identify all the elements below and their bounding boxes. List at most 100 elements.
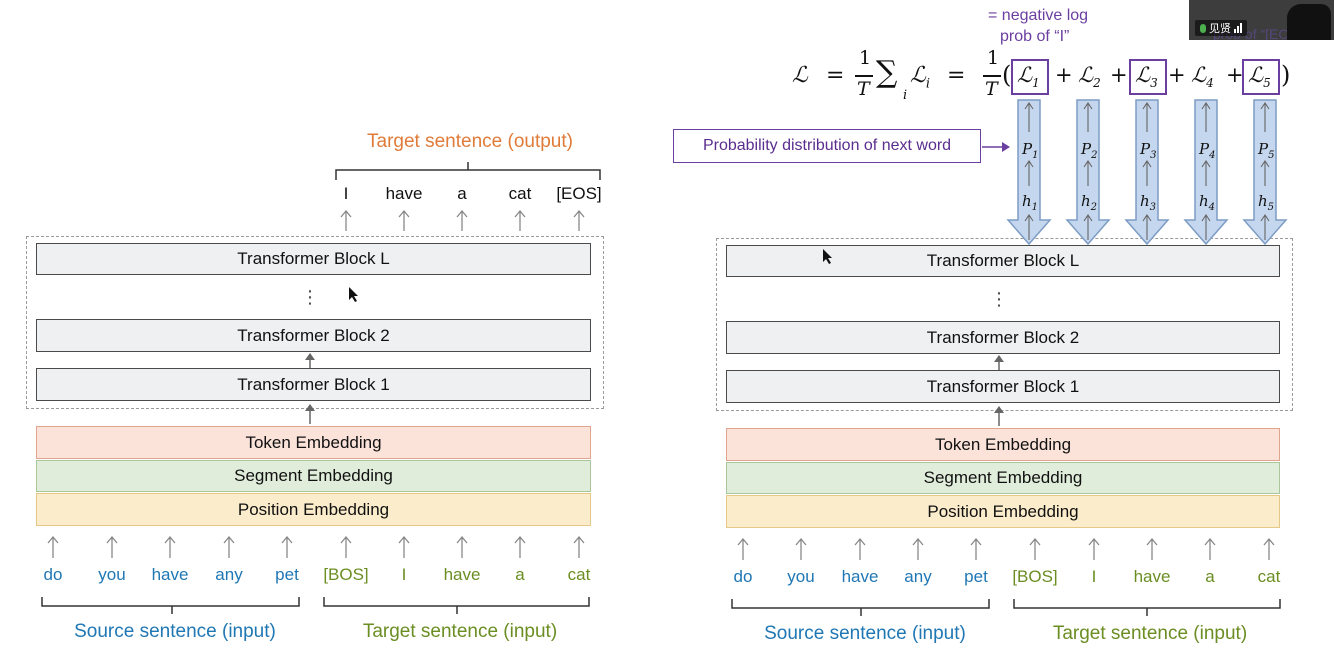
equals-sign: = — [947, 63, 966, 88]
left-output-word: cat — [508, 184, 532, 203]
right-segment-embedding: Segment Embedding — [726, 462, 1280, 494]
left-target-word: I — [401, 565, 407, 584]
loss-term: ℒ5 — [1248, 63, 1271, 91]
left-transformer-block-l: Transformer Block L — [36, 243, 591, 275]
left-segment-embedding: Segment Embedding — [36, 460, 591, 492]
left-source-brace — [41, 597, 300, 614]
right-target-caption: Target sentence (input) — [1052, 623, 1248, 644]
microphone-icon — [1200, 23, 1206, 33]
right-position-embedding: Position Embedding — [726, 495, 1280, 528]
left-transformer-stack — [26, 236, 604, 409]
left-output-arrows — [340, 209, 585, 231]
left-transformer-block-1: Transformer Block 1 — [36, 368, 591, 401]
h-label: h1 — [1022, 192, 1039, 213]
right-source-brace — [731, 599, 990, 616]
left-source-word: do — [43, 565, 63, 584]
close-paren: ) — [1281, 61, 1291, 89]
right-source-caption: Source sentence (input) — [764, 623, 966, 644]
left-source-word: any — [215, 565, 243, 584]
left-source-word: have — [151, 565, 189, 584]
left-source-word: you — [98, 565, 126, 584]
plus-sign: + — [1168, 63, 1186, 87]
left-output-word: [EOS] — [556, 184, 602, 203]
left-target-caption: Target sentence (input) — [362, 621, 558, 642]
left-target-word: cat — [567, 565, 591, 584]
webcam-overlay[interactable]: prob of “[EOS]” 见贤 — [1189, 0, 1334, 40]
right-transformer-block-1: Transformer Block 1 — [726, 370, 1280, 403]
right-source-word: any — [904, 567, 932, 586]
note-line-2: prob of “I” — [1000, 28, 1070, 45]
loss-term-highlights — [1011, 59, 1280, 95]
right-target-word: have — [1133, 567, 1171, 586]
right-source-word: pet — [964, 567, 988, 586]
right-token-embedding: Token Embedding — [726, 428, 1280, 461]
right-transformer-block-l: Transformer Block L — [726, 245, 1280, 277]
left-input-arrows — [47, 535, 585, 558]
open-paren: ( — [1002, 61, 1012, 89]
frac-den: T — [985, 78, 998, 100]
left-output-word: have — [385, 184, 423, 203]
left-output-word: I — [343, 184, 349, 203]
frac-den: T — [857, 78, 870, 100]
p-label: P4 — [1199, 140, 1216, 161]
right-target-word: a — [1205, 567, 1215, 586]
right-target-word: [BOS] — [1012, 567, 1058, 586]
loss-symbol: ℒ — [792, 63, 808, 88]
right-target-word: cat — [1257, 567, 1281, 586]
right-transformer-stack — [716, 238, 1293, 411]
loss-term: ℒ1 — [1017, 63, 1040, 91]
right-source-word: have — [841, 567, 879, 586]
left-target-word: [BOS] — [323, 565, 369, 584]
plus-sign: + — [1226, 63, 1244, 87]
left-source-word: pet — [275, 565, 299, 584]
p-label: P3 — [1140, 140, 1157, 161]
equals-sign: = — [826, 63, 845, 88]
right-target-brace — [1013, 599, 1281, 616]
h-label: h5 — [1258, 192, 1275, 213]
frac-num: 1 — [987, 47, 1000, 69]
plus-sign: + — [1055, 63, 1073, 87]
webcam-name-bar: 见贤 — [1195, 20, 1247, 36]
frac-line — [855, 75, 873, 77]
right-internal-arrows — [994, 355, 1004, 426]
webcam-name: 见贤 — [1209, 23, 1231, 35]
webcam-person-shape — [1287, 4, 1331, 40]
cursor-icon — [349, 287, 358, 302]
left-output-brace — [335, 162, 601, 180]
p-label: P1 — [1022, 140, 1039, 161]
left-position-embedding: Position Embedding — [36, 493, 591, 526]
plus-sign: + — [1110, 63, 1128, 87]
prob-pointer-arrow — [982, 142, 1010, 152]
sum-subscript: i — [903, 88, 908, 103]
p-label: P2 — [1081, 140, 1098, 161]
loss-term: ℒ4 — [1191, 63, 1214, 91]
left-output-word: a — [457, 184, 467, 203]
right-source-word: you — [787, 567, 815, 586]
left-internal-arrows — [305, 353, 315, 424]
left-target-word: have — [443, 565, 481, 584]
negative-log-prob-note: = negative log prob of “I” — [988, 5, 1088, 47]
h-label: h2 — [1081, 192, 1098, 213]
frac-num: 1 — [859, 47, 872, 69]
left-source-caption: Source sentence (input) — [74, 621, 276, 642]
probability-distribution-label: Probability distribution of next word — [673, 129, 981, 163]
right-input-arrows — [737, 537, 1275, 560]
sum-symbol: ∑ — [876, 55, 898, 90]
left-output-caption: Target sentence (output) — [367, 131, 573, 152]
h-label: h4 — [1199, 192, 1216, 213]
h-label: h3 — [1140, 192, 1157, 213]
li-symbol: ℒi — [910, 63, 931, 92]
left-transformer-block-2: Transformer Block 2 — [36, 319, 591, 352]
signal-icon — [1234, 23, 1242, 33]
left-token-embedding: Token Embedding — [36, 426, 591, 459]
loss-term: ℒ2 — [1078, 63, 1101, 91]
right-source-word: do — [733, 567, 753, 586]
cursor-icon — [823, 249, 832, 264]
loss-term: ℒ3 — [1135, 63, 1158, 91]
big-arrow-inner-arrows — [1024, 102, 1270, 240]
note-line-1: = negative log — [988, 7, 1089, 24]
p-label: P5 — [1258, 140, 1275, 161]
left-target-word: a — [515, 565, 525, 584]
right-target-word: I — [1091, 567, 1097, 586]
